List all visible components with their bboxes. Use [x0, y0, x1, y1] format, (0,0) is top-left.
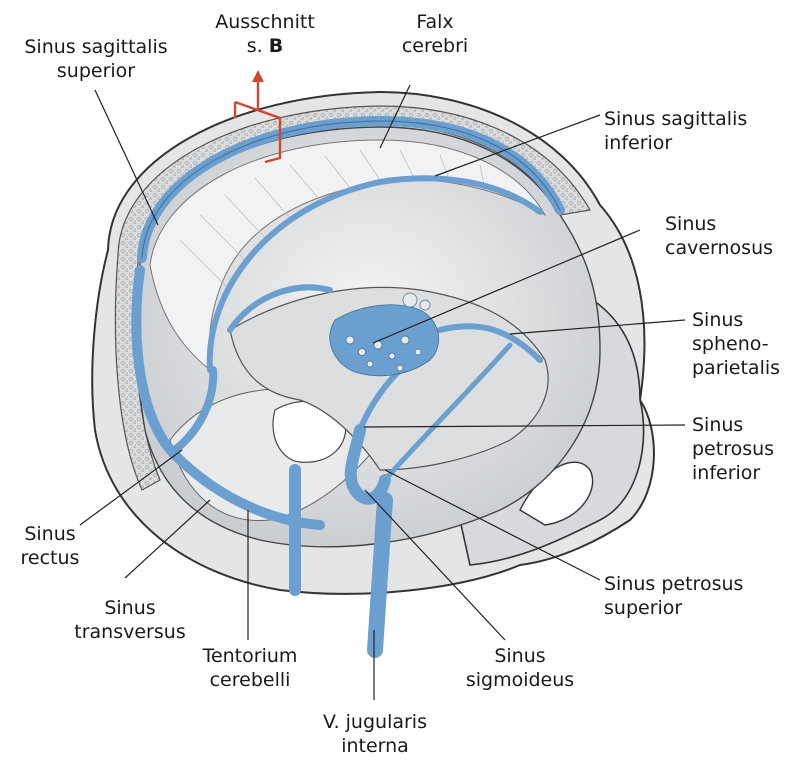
- cavernous-sinus-network: [329, 304, 439, 377]
- section-marker: [233, 80, 282, 164]
- label-line: Sinus: [104, 597, 156, 619]
- label-sinus-transversus: Sinus transversus: [70, 596, 190, 644]
- label-line: Sinus: [24, 523, 76, 545]
- label-line: transversus: [74, 621, 186, 643]
- label-sinus-rectus: Sinus rectus: [10, 522, 90, 570]
- label-falx-cerebri: Falx cerebri: [390, 10, 480, 58]
- label-line: superior: [56, 60, 136, 82]
- label-sinus-sigmoideus: Sinus sigmoideus: [455, 644, 585, 692]
- label-line: Sinus sagittalis: [24, 36, 168, 58]
- label-line: parietalis: [692, 357, 781, 379]
- sinus-sagittalis-inferior-vessel: [206, 175, 543, 373]
- label-sinus-petrosus-superior: Sinus petrosus superior: [604, 572, 794, 620]
- label-line: cavernosus: [665, 237, 774, 259]
- label-v-jugularis-interna: V. jugularis interna: [300, 710, 450, 758]
- label-line: cerebelli: [209, 669, 291, 691]
- label-tentorium-cerebelli: Tentorium cerebelli: [185, 644, 315, 692]
- label-line: V. jugularis: [323, 711, 427, 733]
- label-line: inferior: [604, 132, 673, 154]
- label-line: cerebri: [401, 35, 469, 57]
- label-sinus-sphenoparietalis: Sinus spheno- parietalis: [692, 308, 797, 380]
- label-ausschnitt: Ausschnitt s. B: [210, 10, 320, 58]
- label-line: s. B: [210, 34, 320, 58]
- label-line: interna: [341, 735, 409, 757]
- label-sinus-sagittalis-inferior: Sinus sagittalis inferior: [604, 107, 794, 155]
- label-line: Sinus: [665, 213, 717, 235]
- label-line: Ausschnitt: [215, 11, 315, 33]
- label-sinus-sagittalis-superior: Sinus sagittalis superior: [6, 35, 186, 83]
- sinus-petrosus-superior-vessel: [382, 342, 513, 483]
- label-line: superior: [604, 597, 683, 619]
- label-line: Tentorium: [202, 645, 298, 667]
- falx-hatching: [179, 149, 486, 291]
- label-line: Sinus petrosus: [604, 573, 744, 595]
- label-line: Sinus: [494, 645, 546, 667]
- label-line: Sinus: [692, 414, 744, 436]
- dural-sinuses: [131, 116, 565, 658]
- label-line: Falx: [416, 11, 454, 33]
- sinus-sphenoparietalis-vessel: [437, 323, 543, 363]
- sinus-sigmoideus-vessel: [344, 424, 391, 505]
- cavernous-holes: [345, 292, 431, 372]
- label-line: spheno-: [692, 333, 769, 355]
- label-fragment-bold: B: [268, 35, 284, 57]
- leader-lines: [79, 84, 686, 700]
- v-jugularis-interna-vessel: [367, 492, 393, 658]
- label-sinus-cavernosus: Sinus cavernosus: [665, 212, 795, 260]
- section-arrow-icon: [252, 70, 264, 82]
- label-fragment: s.: [246, 35, 263, 57]
- label-sinus-petrosus-inferior: Sinus petrosus inferior: [692, 413, 797, 485]
- label-line: sigmoideus: [465, 669, 575, 691]
- label-line: rectus: [20, 547, 80, 569]
- label-line: Sinus: [692, 309, 744, 331]
- label-line: inferior: [692, 462, 761, 484]
- label-line: Sinus sagittalis: [604, 108, 748, 130]
- label-line: petrosus: [692, 438, 775, 460]
- sinus-rectus-vessel: [171, 366, 218, 454]
